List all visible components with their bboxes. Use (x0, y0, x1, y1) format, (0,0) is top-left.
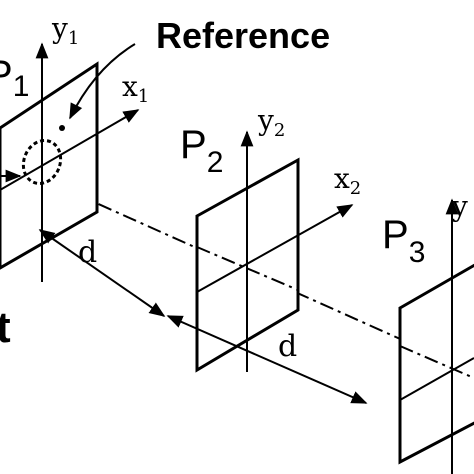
y1-label: y1 (51, 12, 79, 49)
x1-label-sub: 1 (138, 86, 149, 107)
x1-label-base: x (122, 70, 138, 103)
y3-label: y (451, 190, 468, 223)
plane-p2-label-sub: 2 (207, 146, 224, 179)
x1-axis (0, 109, 140, 191)
plane-p2-label: P2 (180, 123, 223, 179)
plane-p3 (398, 198, 474, 474)
plane-p1-label-sub: 1 (13, 70, 30, 103)
plane-p2-label-base: P (180, 123, 207, 167)
x2-label-base: x (334, 162, 350, 195)
distance-label-1: d (78, 235, 97, 270)
optical-axis-on-p3 (399, 345, 474, 379)
plane-p1 (0, 42, 140, 282)
y1-label-sub: 1 (68, 28, 79, 49)
plane-p3-label: P3 (382, 213, 425, 269)
plane-p3-label-sub: 3 (409, 236, 426, 269)
reference-point (59, 125, 65, 131)
x2-axis (196, 204, 354, 293)
plane-p1-label: P1 (0, 53, 29, 103)
x3-axis (399, 357, 474, 401)
reference-label: Reference (156, 15, 330, 56)
distance-arrow-p1-p2 (38, 229, 166, 317)
distance-label-2: d (278, 329, 297, 364)
x2-label: x2 (334, 162, 361, 199)
y2-label-sub: 2 (274, 120, 285, 141)
plane-p3-label-base: P (382, 213, 409, 257)
y1-label-base: y (51, 12, 68, 45)
x2-label-sub: 2 (350, 178, 361, 199)
plane-p3-outline (398, 263, 474, 465)
plane-p1-label-base: P (0, 53, 13, 97)
distance-arrow-p2-p3 (166, 315, 368, 404)
object-aperture (21, 139, 63, 185)
x1-label: x1 (122, 70, 149, 107)
reference-pointer (69, 43, 136, 120)
y2-label-base: y (257, 104, 274, 137)
optical-axis-on-p2 (196, 246, 299, 291)
cropped-left-glyph: t (0, 303, 11, 352)
y2-label: y2 (257, 104, 285, 141)
